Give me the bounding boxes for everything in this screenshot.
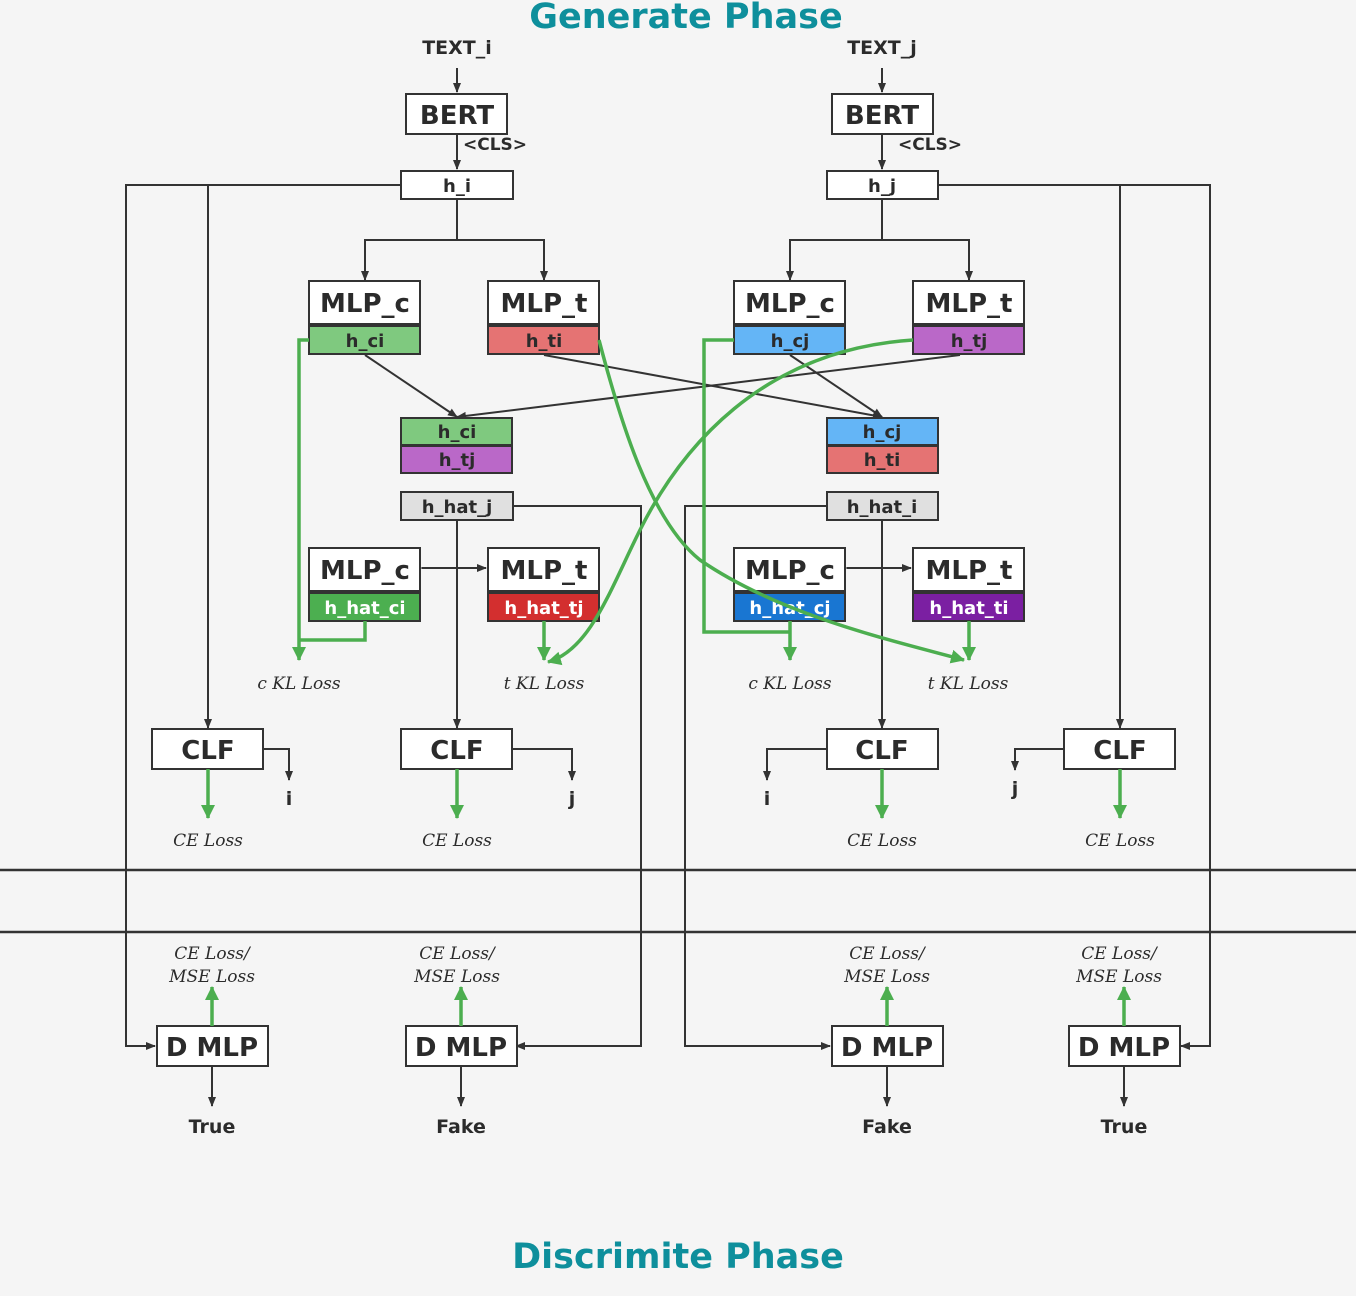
svg-text:h_i: h_i <box>443 176 471 197</box>
mlp-c-hat-i: MLP_c h_hat_cj <box>733 547 846 622</box>
cls-label-j: <CLS> <box>898 135 962 155</box>
svg-text:h_ti: h_ti <box>864 450 901 471</box>
svg-text:MSE Loss: MSE Loss <box>843 967 930 987</box>
svg-text:D MLP: D MLP <box>166 1033 258 1063</box>
svg-text:MLP_t: MLP_t <box>926 556 1013 586</box>
ce-mse-loss-4: CE Loss/ MSE Loss <box>1075 944 1162 987</box>
h-hat-j-box: h_hat_j <box>400 491 514 521</box>
c-kl-loss-left: c KL Loss <box>257 674 341 694</box>
svg-text:MLP_t: MLP_t <box>501 556 588 586</box>
bert-box-i: BERT <box>405 93 508 135</box>
text-i-label: TEXT_i <box>422 37 492 59</box>
svg-text:MLP_t: MLP_t <box>926 289 1013 319</box>
d-mlp-box-3: D MLP <box>831 1025 944 1067</box>
ce-mse-loss-2: CE Loss/ MSE Loss <box>413 944 500 987</box>
svg-text:CE Loss/: CE Loss/ <box>1081 944 1159 964</box>
clf-output-j-1: j <box>568 788 576 810</box>
svg-text:h_hat_ti: h_hat_ti <box>929 598 1008 619</box>
svg-text:h_hat_tj: h_hat_tj <box>504 598 583 619</box>
svg-text:h_hat_ci: h_hat_ci <box>324 598 405 619</box>
hidden-box-i: h_i <box>400 170 514 200</box>
clf-output-i-1: i <box>286 788 293 810</box>
svg-text:MLP_c: MLP_c <box>745 556 835 586</box>
svg-text:CLF: CLF <box>855 736 908 766</box>
mlp-c-hat-j: MLP_c h_hat_ci <box>308 547 421 622</box>
svg-text:MSE Loss: MSE Loss <box>168 967 255 987</box>
svg-text:CLF: CLF <box>1093 736 1146 766</box>
svg-text:MLP_c: MLP_c <box>320 556 410 586</box>
svg-text:h_cj: h_cj <box>863 422 902 443</box>
c-kl-loss-right: c KL Loss <box>748 674 832 694</box>
clf-box-4: CLF <box>1063 728 1176 770</box>
svg-text:h_tj: h_tj <box>951 331 988 352</box>
mlp-t-i: MLP_t h_ti <box>487 280 600 355</box>
t-kl-loss-right: t KL Loss <box>928 674 1009 694</box>
clf-box-3: CLF <box>826 728 939 770</box>
svg-text:h_ci: h_ci <box>346 331 385 352</box>
ce-loss-2: CE Loss <box>422 831 492 851</box>
svg-text:h_j: h_j <box>868 176 896 197</box>
d-mlp-box-2: D MLP <box>405 1025 518 1067</box>
loss-arrows <box>201 338 1131 1026</box>
generate-phase-title: Generate Phase <box>529 0 842 37</box>
svg-text:h_tj: h_tj <box>439 450 476 471</box>
svg-text:D MLP: D MLP <box>841 1033 933 1063</box>
mlp-t-hat-j: MLP_t h_hat_tj <box>487 547 600 622</box>
output-true-1: True <box>189 1116 236 1138</box>
cls-label-i: <CLS> <box>463 135 527 155</box>
concat-box-cj-ti: h_cj h_ti <box>826 417 939 474</box>
connectors <box>125 68 1211 1107</box>
ce-loss-3: CE Loss <box>847 831 917 851</box>
svg-text:D MLP: D MLP <box>1078 1033 1170 1063</box>
svg-text:h_hat_j: h_hat_j <box>422 497 493 518</box>
svg-text:BERT: BERT <box>845 101 919 131</box>
svg-text:CE Loss/: CE Loss/ <box>849 944 927 964</box>
discriminate-phase-title: Discrimite Phase <box>512 1237 844 1277</box>
svg-text:CE Loss/: CE Loss/ <box>419 944 497 964</box>
d-mlp-box-1: D MLP <box>156 1025 269 1067</box>
svg-text:MLP_t: MLP_t <box>501 289 588 319</box>
svg-text:MSE Loss: MSE Loss <box>1075 967 1162 987</box>
concat-box-ci-tj: h_ci h_tj <box>400 417 513 474</box>
svg-text:h_ci: h_ci <box>438 422 477 443</box>
svg-text:D MLP: D MLP <box>415 1033 507 1063</box>
svg-text:MLP_c: MLP_c <box>320 289 410 319</box>
mlp-t-hat-i: MLP_t h_hat_ti <box>912 547 1025 622</box>
bert-box-j: BERT <box>831 93 934 135</box>
mlp-t-j: MLP_t h_tj <box>912 280 1025 355</box>
svg-text:CLF: CLF <box>181 736 234 766</box>
svg-text:MLP_c: MLP_c <box>745 289 835 319</box>
svg-text:CLF: CLF <box>430 736 483 766</box>
ce-loss-4: CE Loss <box>1085 831 1155 851</box>
mlp-c-i: MLP_c h_ci <box>308 280 421 355</box>
clf-box-1: CLF <box>151 728 264 770</box>
ce-mse-loss-3: CE Loss/ MSE Loss <box>843 944 930 987</box>
hidden-box-j: h_j <box>826 170 939 200</box>
d-mlp-box-4: D MLP <box>1068 1025 1181 1067</box>
output-fake-2: Fake <box>862 1116 912 1138</box>
svg-text:CE Loss/: CE Loss/ <box>174 944 252 964</box>
svg-text:h_cj: h_cj <box>771 331 810 352</box>
mlp-c-j: MLP_c h_cj <box>733 280 846 355</box>
svg-text:MSE Loss: MSE Loss <box>413 967 500 987</box>
t-kl-loss-left: t KL Loss <box>504 674 585 694</box>
clf-output-j-2: j <box>1011 778 1019 800</box>
clf-output-i-2: i <box>764 788 771 810</box>
output-fake-1: Fake <box>436 1116 486 1138</box>
svg-text:h_hat_i: h_hat_i <box>847 497 918 518</box>
svg-text:h_ti: h_ti <box>526 331 563 352</box>
output-true-2: True <box>1101 1116 1148 1138</box>
ce-mse-loss-1: CE Loss/ MSE Loss <box>168 944 255 987</box>
ce-loss-1: CE Loss <box>173 831 243 851</box>
text-j-label: TEXT_j <box>847 37 917 59</box>
h-hat-i-box: h_hat_i <box>826 491 939 521</box>
svg-text:BERT: BERT <box>420 101 494 131</box>
clf-box-2: CLF <box>400 728 513 770</box>
